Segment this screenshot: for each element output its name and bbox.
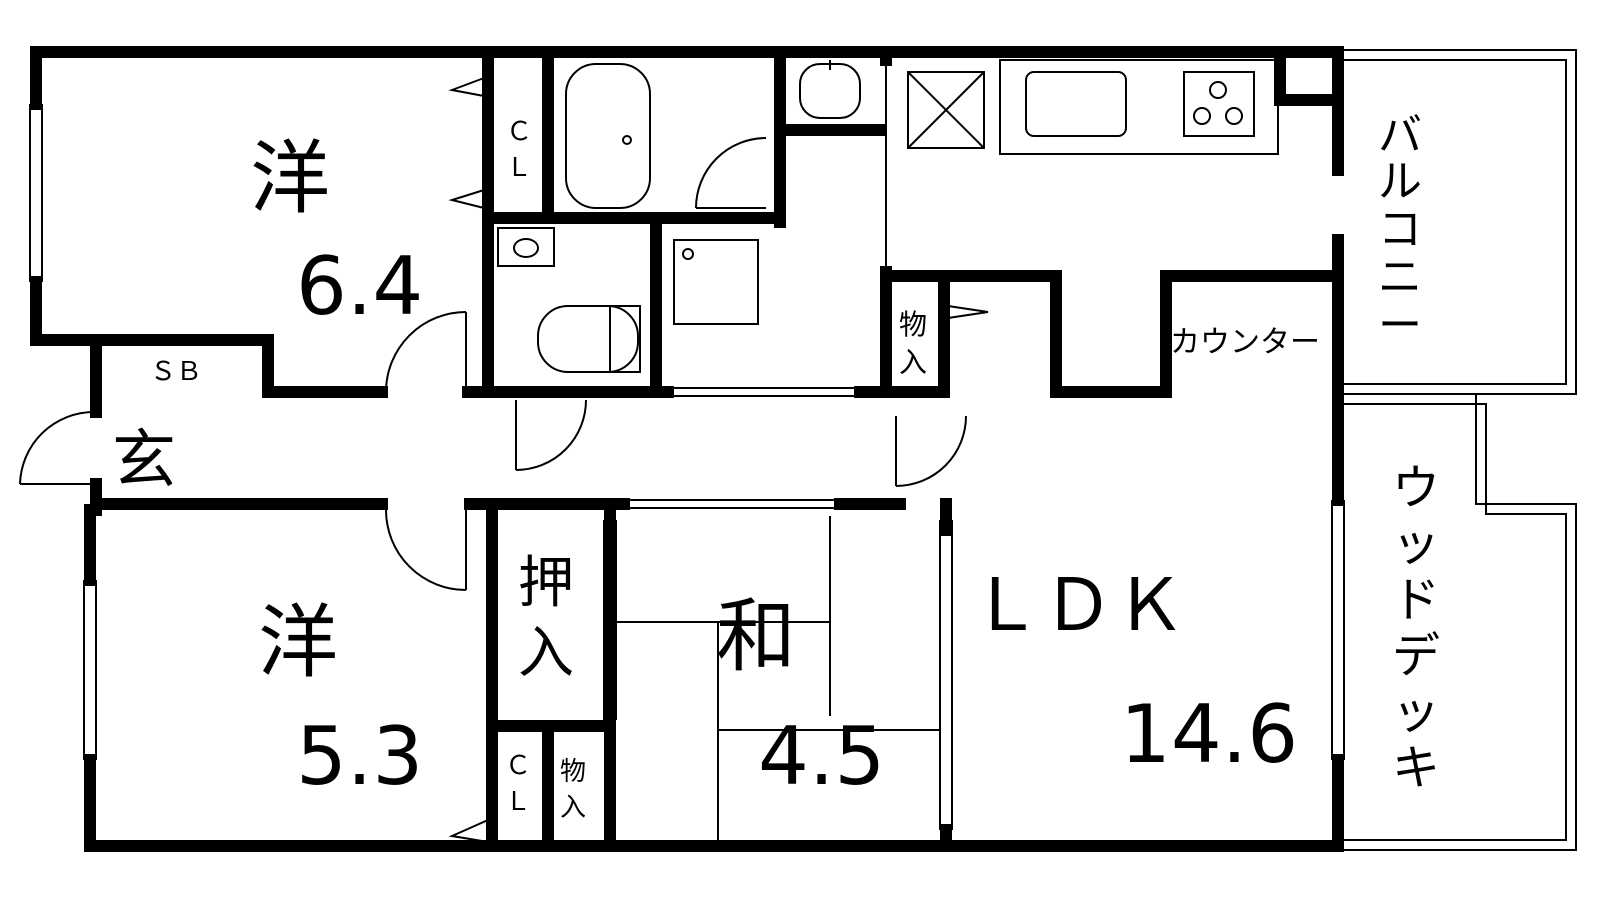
svg-text:ド: ド	[1392, 572, 1440, 628]
balcony-outline	[1332, 49, 1577, 395]
doors	[19, 137, 967, 591]
monoire-kitchen-2: 入	[899, 346, 927, 379]
refrigerator-space	[907, 71, 985, 149]
wood-deck-outline	[1332, 393, 1577, 851]
svg-text:キ: キ	[1392, 740, 1440, 796]
cl-top-1: Ｃ	[506, 117, 532, 147]
svg-text:ッ: ッ	[1392, 516, 1440, 572]
toilet	[537, 305, 641, 373]
svg-text:ニ: ニ	[1378, 252, 1422, 303]
closet-doors	[448, 77, 989, 843]
svg-text:デ: デ	[1392, 628, 1440, 684]
counter-label: カウンター	[1170, 325, 1320, 360]
monoire-kitchen-1: 物	[899, 308, 927, 341]
balcony-label: バ ル コ ニ ー	[1378, 110, 1422, 351]
closet-oshiire-2: 入	[518, 621, 574, 686]
kitchen-counter	[999, 59, 1279, 155]
monoire-small-2: 入	[560, 793, 586, 823]
room-japanese-name: 和	[716, 590, 796, 683]
room-western-1-size: 6.4	[296, 240, 423, 333]
svg-text:バ: バ	[1378, 110, 1422, 161]
room-japanese-size: 4.5	[758, 710, 885, 803]
entrance-label: 玄	[112, 424, 176, 498]
wood-deck-label: ウ ッ ド デ ッ キ	[1392, 460, 1440, 796]
monoire-small-1: 物	[560, 757, 586, 787]
washing-machine	[673, 239, 759, 325]
svg-text:ル: ル	[1378, 156, 1422, 207]
svg-text:ッ: ッ	[1392, 684, 1440, 740]
room-ldk-name: ＬＤＫ	[970, 563, 1186, 647]
tatami-lines	[616, 516, 940, 846]
room-western-1-name: 洋	[250, 132, 330, 225]
bathtub	[565, 63, 651, 209]
room-ldk-size: 14.6	[1120, 688, 1298, 781]
svg-text:ー: ー	[1378, 300, 1422, 351]
room-western-2-size: 5.3	[296, 710, 423, 803]
cl-bottom-1: Ｃ	[505, 751, 531, 781]
cl-bottom-2: Ｌ	[505, 787, 531, 817]
svg-text:ウ: ウ	[1392, 460, 1440, 516]
svg-text:コ: コ	[1378, 204, 1422, 255]
closet-oshiire-1: 押	[518, 551, 574, 616]
washbasin	[799, 60, 861, 119]
sb-label: ＳＢ	[150, 357, 202, 387]
room-western-2-name: 洋	[258, 596, 338, 689]
walls	[30, 46, 1344, 852]
windows	[29, 60, 1345, 830]
sink-small	[497, 227, 555, 267]
cl-top-2: Ｌ	[506, 153, 532, 183]
